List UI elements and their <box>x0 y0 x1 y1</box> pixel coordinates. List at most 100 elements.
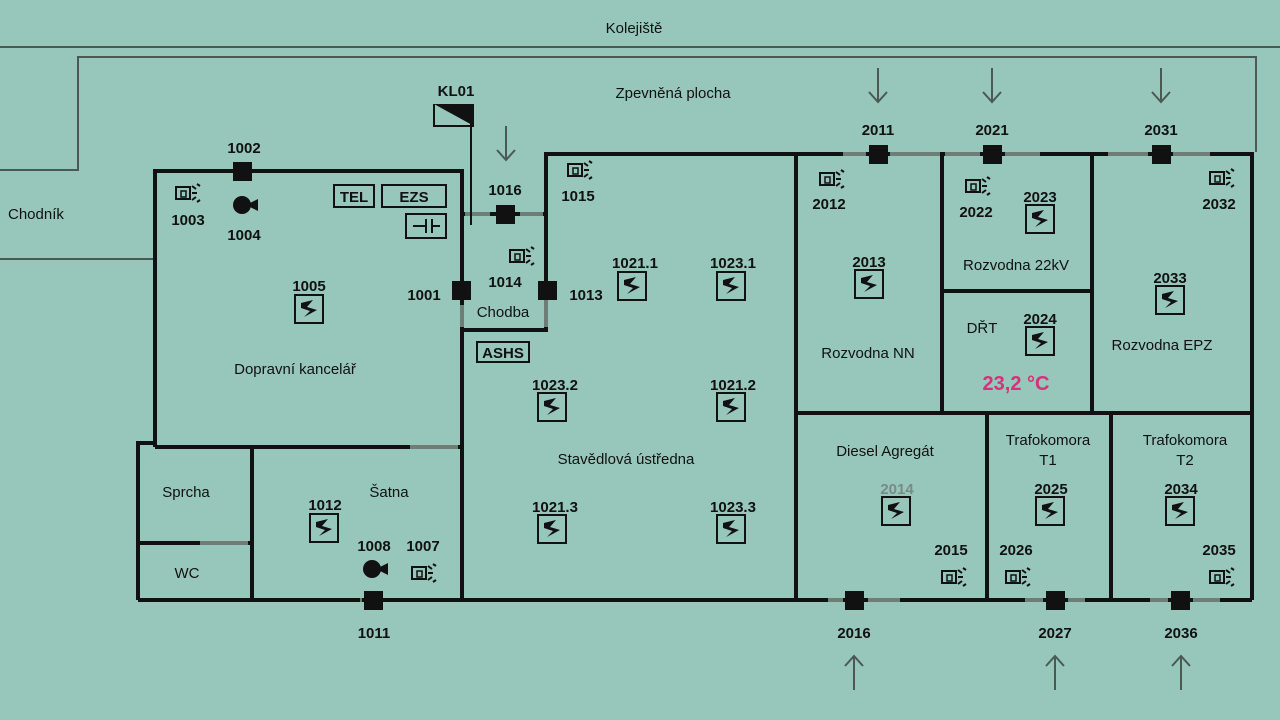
door-2031-label: 2031 <box>1144 122 1177 139</box>
room-trafokomora-t2-line1: Trafokomora <box>1143 432 1228 449</box>
detector-1023-3-label: 1023.3 <box>710 499 756 516</box>
fire-detector-icon[interactable] <box>1155 285 1185 315</box>
arrow-up-icon <box>1171 655 1191 691</box>
arrow-down-icon <box>982 67 1002 103</box>
sensor-2022-label: 2022 <box>959 204 992 221</box>
detector-2025-label: 2025 <box>1034 481 1067 498</box>
motion-sensor-icon[interactable] <box>567 160 593 180</box>
room-drt: DŘT <box>967 320 998 337</box>
detector-1023-2-label: 1023.2 <box>532 377 578 394</box>
track-label: Kolejiště <box>606 20 663 37</box>
door-2027-label: 2027 <box>1038 625 1071 642</box>
sensor-1014-label: 1014 <box>488 274 522 291</box>
motion-sensor-icon[interactable] <box>965 176 991 196</box>
motion-sensor-icon[interactable] <box>941 567 967 587</box>
door-2016-label: 2016 <box>837 625 870 642</box>
room-wc: WC <box>175 565 200 582</box>
fire-detector-icon[interactable] <box>1035 496 1065 526</box>
detector-2023-label: 2023 <box>1023 189 1056 206</box>
room-trafokomora-t1-line1: Trafokomora <box>1006 432 1091 449</box>
door-1002-label: 1002 <box>227 140 260 157</box>
siren-icon[interactable] <box>363 560 388 578</box>
fire-detector-icon[interactable] <box>854 269 884 299</box>
siren-1004-label: 1004 <box>227 227 261 244</box>
paved-area-outline <box>0 56 1257 171</box>
room-chodba: Chodba <box>477 304 530 321</box>
detector-1021-2-label: 1021.2 <box>710 377 756 394</box>
fire-detector-icon[interactable] <box>537 514 567 544</box>
detector-2033-label: 2033 <box>1153 270 1186 287</box>
fire-detector-icon[interactable] <box>294 294 324 324</box>
arrow-down-icon <box>868 67 888 103</box>
motion-sensor-icon[interactable] <box>411 563 437 583</box>
fire-detector-icon[interactable] <box>716 392 746 422</box>
switch-icon <box>405 213 447 239</box>
fire-detector-icon[interactable] <box>1025 326 1055 356</box>
room-rozvodna-22kv: Rozvodna 22kV <box>963 257 1069 274</box>
fire-detector-icon[interactable] <box>537 392 567 422</box>
sensor-2032-label: 2032 <box>1202 196 1235 213</box>
fire-detector-icon[interactable] <box>1025 204 1055 234</box>
sensor-2026-label: 2026 <box>999 542 1032 559</box>
key-box-label: KL01 <box>438 83 475 100</box>
detector-2014-label: 2014 <box>880 481 914 498</box>
detector-1012-label: 1012 <box>308 497 341 514</box>
ashs-box <box>476 341 530 363</box>
room-sprcha: Sprcha <box>162 484 210 501</box>
sensor-2035-label: 2035 <box>1202 542 1235 559</box>
room-dopravni-kancelar: Dopravní kancelář <box>234 361 357 378</box>
sensor-1015-label: 1015 <box>561 188 594 205</box>
detector-1005-label: 1005 <box>292 278 325 295</box>
key-box-kl01 <box>433 104 474 225</box>
arrow-down-icon <box>496 125 516 161</box>
motion-sensor-icon[interactable] <box>175 183 201 203</box>
fire-detector-icon[interactable] <box>309 513 339 543</box>
door-2011-label: 2011 <box>862 122 895 139</box>
tel-box <box>333 184 375 208</box>
door-markers <box>233 145 1190 610</box>
fire-detector-icon[interactable] <box>881 496 911 526</box>
motion-sensor-icon[interactable] <box>819 169 845 189</box>
sensor-2015-label: 2015 <box>934 542 967 559</box>
motion-sensor-icon[interactable] <box>509 246 535 266</box>
detector-1021-3-label: 1021.3 <box>532 499 578 516</box>
door-1016-label: 1016 <box>488 182 521 199</box>
door-openings <box>200 152 1220 602</box>
door-1011-label: 1011 <box>358 625 391 642</box>
room-rozvodna-nn: Rozvodna NN <box>821 345 914 362</box>
motion-sensor-icon[interactable] <box>1209 168 1235 188</box>
arrow-down-icon <box>1151 67 1171 103</box>
motion-sensor-icon[interactable] <box>1209 567 1235 587</box>
detector-1021-1-label: 1021.1 <box>612 255 658 272</box>
siren-1008-label: 1008 <box>357 538 390 555</box>
door-1001-label: 1001 <box>407 287 440 304</box>
room-trafokomora-t2-line2: T2 <box>1176 452 1194 469</box>
detector-2034-label: 2034 <box>1164 481 1198 498</box>
sidewalk-label: Chodník <box>8 206 64 223</box>
fire-detector-icon[interactable] <box>1165 496 1195 526</box>
detector-1023-1-label: 1023.1 <box>710 255 756 272</box>
motion-sensor-icon[interactable] <box>1005 567 1031 587</box>
tel-label: TEL <box>340 189 368 206</box>
detector-2013-label: 2013 <box>852 254 885 271</box>
building-walls <box>136 152 1254 602</box>
fire-detector-icon[interactable] <box>716 514 746 544</box>
room-satna: Šatna <box>369 484 409 501</box>
fire-detector-icon[interactable] <box>617 271 647 301</box>
door-2021-label: 2021 <box>975 122 1008 139</box>
sensor-1003-label: 1003 <box>171 212 204 229</box>
ezs-label: EZS <box>399 189 428 206</box>
fire-detector-icon[interactable] <box>716 271 746 301</box>
siren-icon[interactable] <box>233 196 258 214</box>
room-diesel-agregat: Diesel Agregát <box>836 443 934 460</box>
sensor-2012-label: 2012 <box>812 196 845 213</box>
paved-area-label: Zpevněná plocha <box>615 85 731 102</box>
arrow-up-icon <box>1045 655 1065 691</box>
ezs-box <box>381 184 447 208</box>
door-2036-label: 2036 <box>1164 625 1197 642</box>
temperature-readout: 23,2 °C <box>983 373 1050 395</box>
room-trafokomora-t1-line2: T1 <box>1039 452 1057 469</box>
door-1013-label: 1013 <box>569 287 602 304</box>
room-rozvodna-epz: Rozvodna EPZ <box>1112 337 1213 354</box>
